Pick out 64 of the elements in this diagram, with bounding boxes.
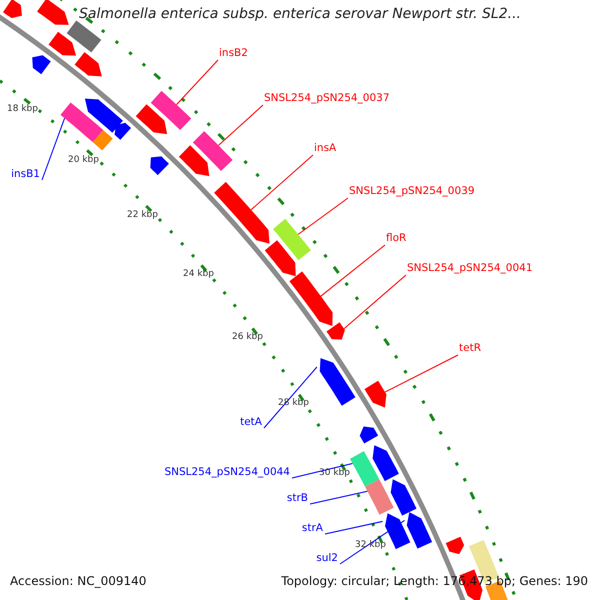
gene-block bbox=[66, 20, 102, 52]
scale-label: 30 kbp bbox=[319, 467, 350, 480]
leader-line bbox=[218, 104, 264, 146]
leader-line bbox=[176, 60, 218, 106]
gene-block bbox=[178, 145, 210, 176]
gene-label: floR bbox=[386, 232, 406, 245]
gene-block bbox=[60, 102, 104, 142]
leader-line bbox=[384, 354, 458, 393]
leader-line bbox=[292, 463, 353, 478]
gene-label: SNSL254_pSN254_0039 bbox=[349, 185, 475, 198]
gene-block bbox=[289, 271, 333, 326]
diagram-title: Salmonella enterica subsp. enterica serovar Newport str. SL2... bbox=[78, 8, 522, 21]
gene-block bbox=[264, 240, 296, 276]
gene-label: tetA bbox=[240, 416, 262, 429]
gene-block bbox=[32, 55, 51, 74]
scale-label: 32 kbp bbox=[355, 539, 386, 552]
leader-line bbox=[264, 366, 318, 428]
gene-label: SNSL254_pSN254_0037 bbox=[264, 92, 390, 105]
gene-label: strA bbox=[302, 522, 323, 535]
gene-block bbox=[48, 32, 76, 56]
gene-block bbox=[136, 104, 168, 134]
gene-label: tetR bbox=[459, 342, 481, 355]
leader-line bbox=[344, 274, 406, 330]
gene-label: SNSL254_pSN254_0044 bbox=[164, 466, 290, 479]
gene-block bbox=[406, 512, 432, 549]
gene-label: strB bbox=[286, 492, 308, 505]
scale-label: 18 kbp bbox=[7, 103, 38, 116]
leader-line bbox=[310, 490, 368, 504]
gene-block bbox=[364, 380, 386, 408]
gene-block bbox=[390, 479, 416, 516]
gene-label: sul2 bbox=[316, 552, 338, 565]
leader-line bbox=[324, 520, 384, 534]
gene-block bbox=[3, 0, 22, 18]
leader-line bbox=[250, 154, 314, 210]
leader-line bbox=[298, 198, 348, 235]
accession-text: Accession: NC_009140 bbox=[8, 574, 148, 589]
gene-block bbox=[192, 131, 233, 171]
gene-block bbox=[365, 479, 394, 515]
gene-block bbox=[74, 52, 102, 76]
gene-block bbox=[214, 182, 270, 244]
gene-label: insB1 bbox=[11, 168, 40, 181]
gene-label: insA bbox=[314, 142, 336, 155]
gene-block bbox=[84, 98, 123, 133]
scale-label: 20 kbp bbox=[68, 154, 99, 167]
scale-label: 22 kbp bbox=[127, 209, 158, 222]
gene-block bbox=[446, 536, 464, 554]
gene-label: SNSL254_pSN254_0041 bbox=[407, 262, 533, 275]
gene-block bbox=[150, 156, 169, 176]
gene-block bbox=[150, 90, 192, 130]
gene-block bbox=[326, 322, 345, 340]
gene-block bbox=[37, 0, 69, 25]
gene-block bbox=[372, 445, 399, 482]
gene-block bbox=[320, 358, 356, 406]
leader-line bbox=[320, 244, 386, 297]
gene-block bbox=[360, 426, 378, 444]
gene-block bbox=[273, 218, 311, 260]
gene-block bbox=[385, 513, 410, 550]
gene-block bbox=[350, 451, 380, 487]
gene-block bbox=[114, 122, 131, 140]
gene-label: insB2 bbox=[219, 47, 248, 60]
scale-label: 26 kbp bbox=[232, 331, 263, 344]
leader-line bbox=[42, 118, 66, 180]
scale-label: 24 kbp bbox=[183, 268, 214, 281]
gene-block bbox=[92, 130, 113, 150]
